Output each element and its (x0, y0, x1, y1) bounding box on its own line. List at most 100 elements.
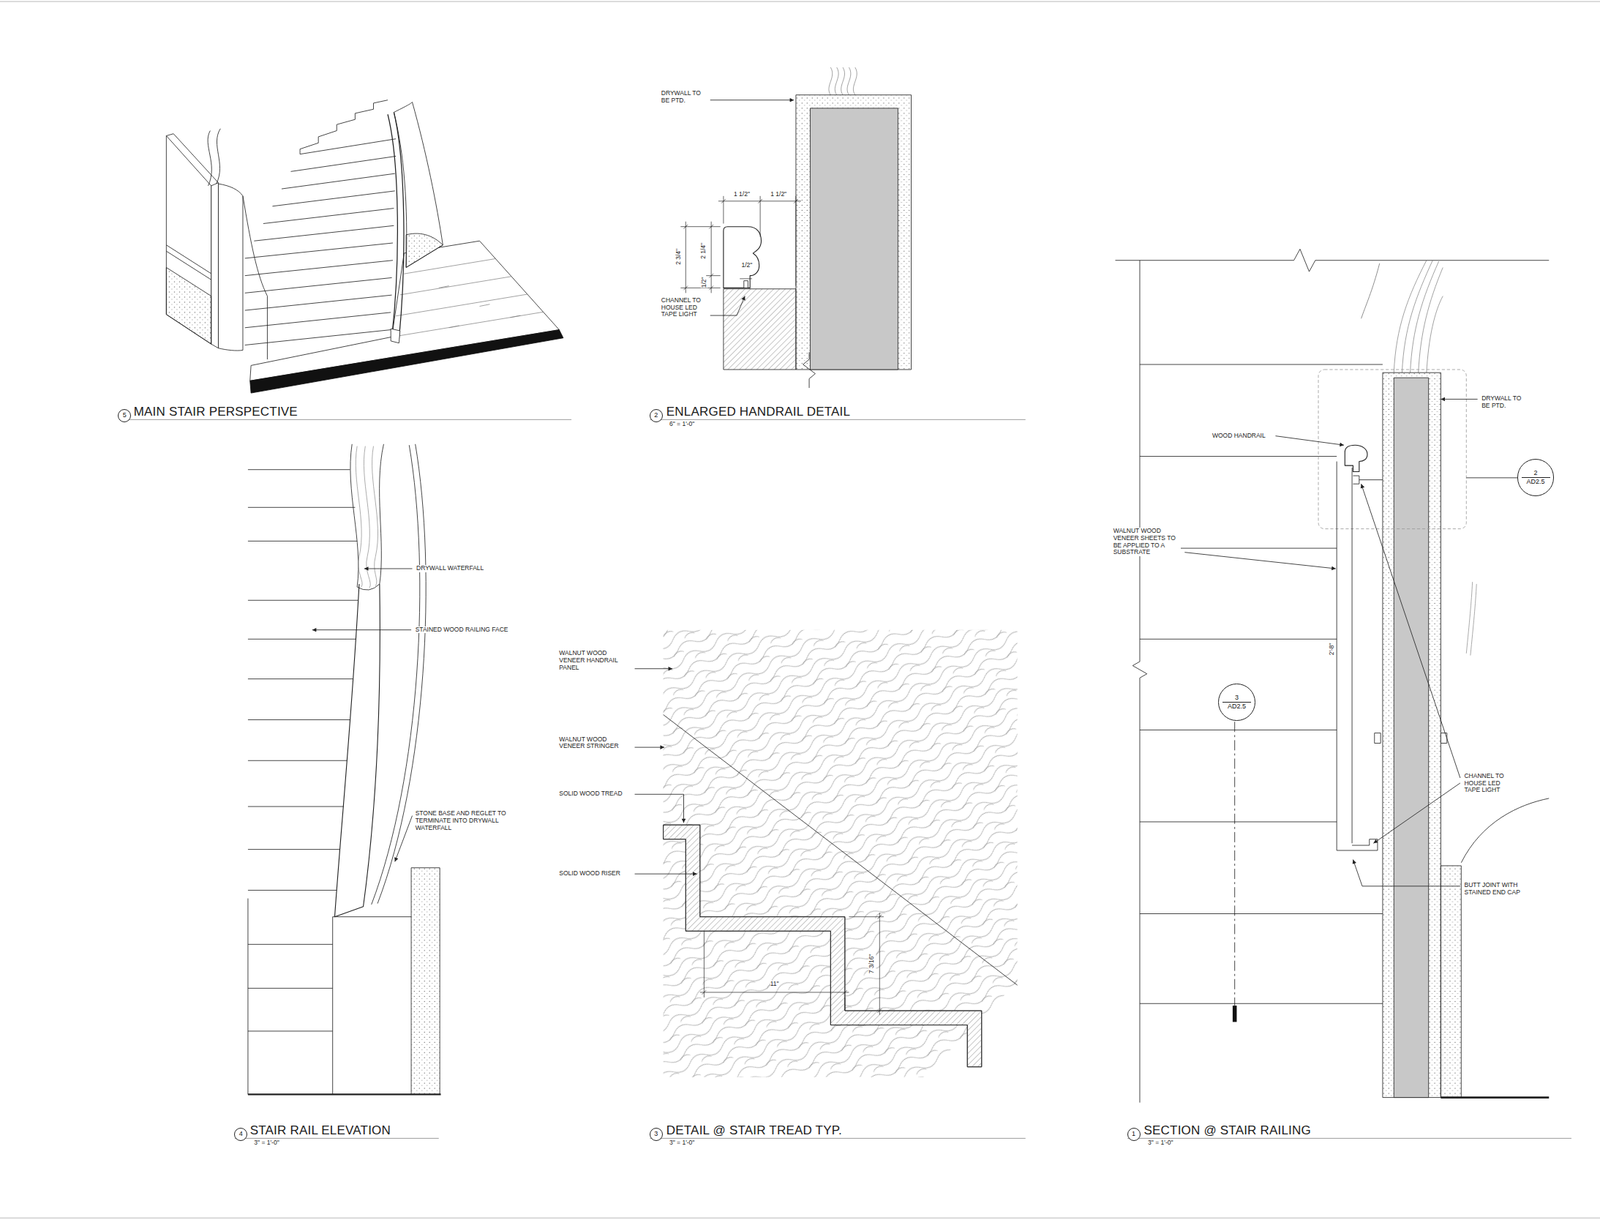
view-number: 1 (1131, 1130, 1136, 1138)
floor-planks (395, 258, 543, 336)
substrate (723, 288, 796, 370)
leader-line (1440, 398, 1478, 400)
panel-stone (406, 233, 443, 268)
leader-line (710, 296, 745, 317)
scale-note: 3" = 1'-0" (669, 1139, 695, 1147)
reglet (371, 444, 426, 905)
rail-base (248, 898, 412, 1095)
note-text: WOOD HANDRAIL (1212, 432, 1266, 440)
note-text: BUTT JOINT WITH STAINED END CAP (1463, 881, 1526, 897)
leader-line (1184, 552, 1336, 569)
note-text: SOLID WOOD RISER (558, 869, 621, 878)
note-text: CHANNEL TO HOUSE LED TAPE LIGHT (1463, 772, 1511, 794)
leader-line (635, 667, 674, 669)
drywall-waterfall (350, 444, 385, 590)
led-channel (744, 280, 749, 289)
break-line (803, 351, 816, 388)
arch-line (1460, 798, 1549, 863)
drywall (1382, 372, 1442, 1097)
waterfall-cap (207, 128, 221, 186)
dimension: 1/2" (700, 277, 708, 289)
view-number-bubble: 5 (117, 408, 131, 423)
wall-side (166, 136, 211, 345)
leader-line (395, 815, 413, 862)
note-text: WALNUT WOOD VENEER HANDRAIL PANEL (558, 649, 631, 671)
dimension: 1 1/2" (733, 190, 750, 199)
panel-clip (1440, 733, 1447, 744)
waterfall-texture (355, 446, 378, 589)
view-number-bubble: 1 (1127, 1127, 1141, 1141)
ceiling-line (1114, 248, 1549, 272)
veneer-panel (663, 629, 1018, 1077)
dimension: 1 1/2" (770, 190, 787, 199)
note-text: DRYWALL TO BE PTD. (1481, 395, 1528, 410)
scale-note: 3" = 1'-0" (1147, 1139, 1173, 1147)
dimension: 11" (770, 980, 780, 988)
stair-base (242, 196, 268, 360)
view-title: MAIN STAIR PERSPECTIVE (133, 405, 298, 418)
sheet-number: AD2.5 (1222, 701, 1252, 711)
detail-boundary (1318, 369, 1467, 529)
tread-riser (663, 824, 982, 1067)
curved-panel (393, 101, 443, 268)
note-text: WALNUT WOOD VENEER STRINGER (558, 735, 631, 751)
dimension: 1/2" (741, 261, 753, 270)
view-number-bubble: 2 (649, 408, 663, 423)
detail-number: 2 (1534, 469, 1538, 478)
leader-line (1361, 483, 1461, 778)
stair-stringer (218, 183, 243, 351)
view-title: STAIR RAIL ELEVATION (250, 1123, 391, 1137)
rail-end (390, 328, 401, 344)
section-line (1234, 721, 1235, 1006)
dimension-lines (680, 196, 802, 294)
view-number-bubble: 3 (649, 1127, 663, 1141)
dimension: 2 1/4" (700, 242, 708, 259)
curved-rail (387, 111, 404, 339)
rail-edge (1466, 581, 1477, 655)
view-number: 4 (239, 1130, 243, 1138)
note-text: SOLID WOOD TREAD (558, 790, 622, 798)
leader-line (1373, 782, 1461, 843)
view-title: DETAIL @ STAIR TREAD TYP. (666, 1123, 843, 1137)
drywall (795, 95, 912, 370)
floor-line (1440, 1095, 1549, 1099)
handrail-profile (1344, 444, 1368, 472)
stair-treads (245, 139, 396, 346)
base-ledge (166, 245, 211, 280)
floor-edge (250, 329, 564, 393)
note-text: STAINED WOOD RAILING FACE (415, 626, 509, 634)
tread-lines (1139, 364, 1383, 1004)
note-text: STONE BASE AND REGLET TO TERMINATE INTO … (415, 809, 510, 832)
view-title: ENLARGED HANDRAIL DETAIL (666, 405, 851, 418)
view-title: SECTION @ STAIR RAILING (1144, 1123, 1312, 1137)
dimension-lines (700, 912, 884, 1014)
rail-face (334, 583, 380, 917)
wall-core (809, 108, 898, 370)
wall-texture (828, 67, 857, 96)
sheet-number: AD2.5 (1521, 477, 1551, 486)
wall-core (1393, 377, 1429, 1097)
detail-callout: 3AD2.5 (1218, 683, 1256, 721)
leader-line (635, 793, 685, 823)
note-text: DRYWALL WATERFALL (416, 564, 484, 573)
tread-lines (248, 469, 359, 1031)
wall-texture (1393, 260, 1443, 373)
title-underline (119, 419, 1572, 1138)
view-number: 2 (654, 411, 658, 420)
view-number: 5 (122, 411, 127, 420)
leader-line (312, 629, 412, 630)
stair-edge (1132, 260, 1148, 1103)
leader-line (710, 99, 794, 101)
panel-clip (1374, 733, 1381, 744)
stone-base (411, 867, 440, 1095)
detail-callout: 2AD2.5 (1517, 458, 1555, 497)
note-text: WALNUT WOOD VENEER SHEETS TO BE APPLIED … (1113, 527, 1181, 557)
top-steps (299, 100, 388, 155)
waterfall-edge (1361, 263, 1380, 319)
dimension: 2 3/4" (675, 248, 683, 265)
leader-line (635, 873, 698, 875)
view-number: 3 (654, 1130, 658, 1138)
